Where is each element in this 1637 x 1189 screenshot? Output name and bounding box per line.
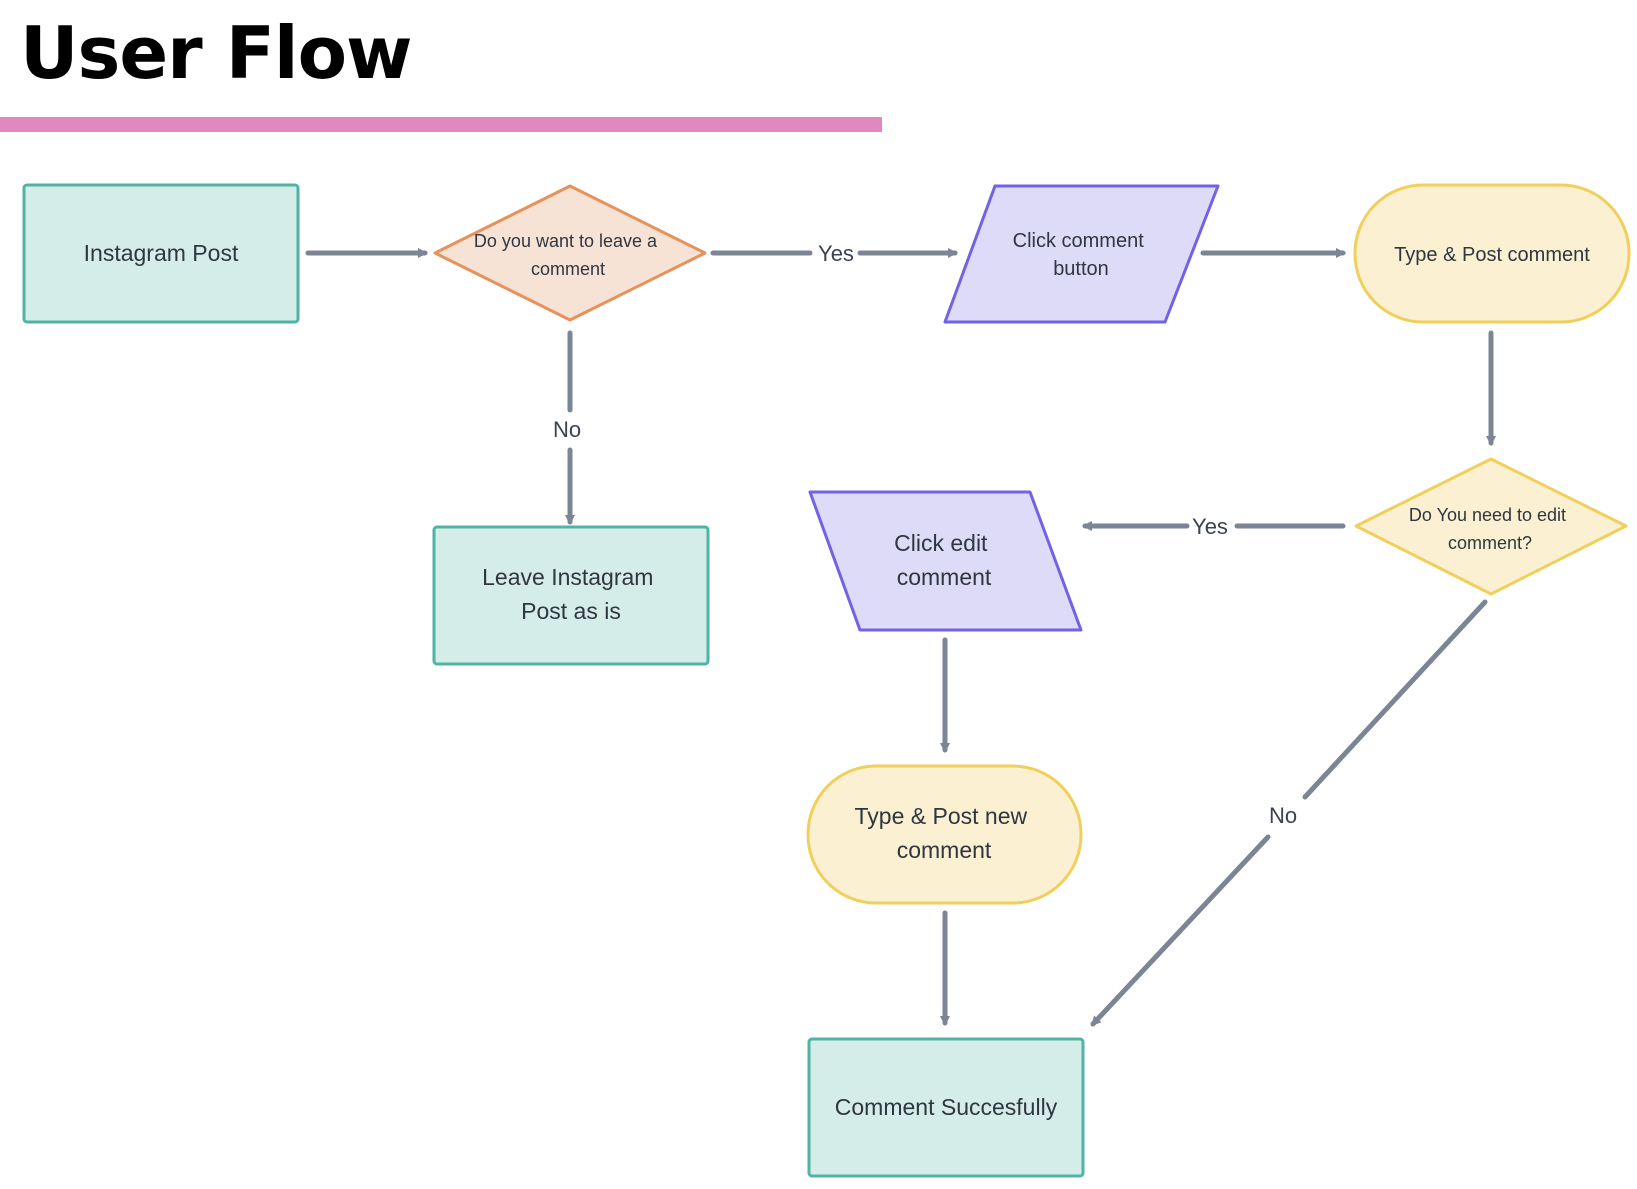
node-decision-edit-comment: Do You need to edit comment? [1354, 457, 1628, 596]
node-label: Instagram Post [84, 240, 239, 266]
node-instagram-post: Instagram Post [22, 183, 300, 324]
svg-text:Type & Post new commen: Type & Post new comment [855, 803, 1034, 863]
node-decision-leave-comment: Do you want to leave a comment [433, 184, 707, 322]
svg-text:Comment Succesfully: Comment Succesfully [835, 1094, 1058, 1120]
node-label: Do You need to edit [1409, 505, 1566, 525]
svg-text:Do you want to leave a: Do you want to leave a comment [474, 231, 662, 279]
node-type-post-comment: Type & Post comment [1353, 183, 1631, 324]
node-comment-successfully: Comment Succesfully [807, 1037, 1085, 1178]
node-click-edit-comment: Click edit comment [808, 490, 1083, 632]
edge-label-yes-edit-comment: Yes [1192, 514, 1228, 539]
svg-text:Type & Post comment: Type & Post comment [1394, 244, 1590, 266]
nodes: Instagram Post Do you want to leave a co… [22, 183, 1631, 1178]
node-label: comment? [1448, 533, 1532, 553]
node-label: Comment Succesfully [835, 1094, 1058, 1120]
edges [305, 248, 1496, 1027]
edge-label-yes-leave-comment: Yes [818, 241, 854, 266]
svg-text:Do You need to edit co: Do You need to edit comment? [1409, 505, 1571, 553]
svg-text:Click comment button: Click comment button [1013, 230, 1150, 280]
arrow-no-to-comment-success [1090, 834, 1271, 1027]
node-click-comment-button: Click comment button [943, 184, 1220, 324]
edge-label-no-edit-comment: No [1269, 803, 1297, 828]
node-label: button [1053, 258, 1109, 280]
node-label: comment [531, 259, 605, 279]
arrow-edit-decision-to-no-label [1302, 599, 1488, 800]
node-label: comment [897, 837, 992, 863]
node-label: comment [897, 564, 992, 590]
node-label: Leave Instagram [482, 564, 653, 590]
edge-label-no-leave-comment: No [553, 417, 581, 442]
svg-text:Instagram Post: Instagram Post [84, 240, 239, 266]
page-title: User Flow [20, 11, 413, 95]
node-type-post-new-comment: Type & Post new comment [806, 764, 1083, 905]
node-leave-post-as-is: Leave Instagram Post as is [432, 525, 710, 666]
node-label: Click edit [894, 530, 988, 556]
node-label: Click comment [1013, 230, 1145, 252]
svg-text:Leave Instagram Post a: Leave Instagram Post as is [482, 564, 660, 624]
svg-text:Click edit comment: Click edit comment [894, 530, 994, 590]
edge-labels: Yes No Yes No [553, 241, 1297, 828]
node-label: Type & Post new [855, 803, 1028, 829]
title-underline [0, 117, 882, 132]
node-label: Type & Post comment [1394, 244, 1590, 266]
node-label: Post as is [521, 598, 621, 624]
node-label: Do you want to leave a [474, 231, 658, 251]
